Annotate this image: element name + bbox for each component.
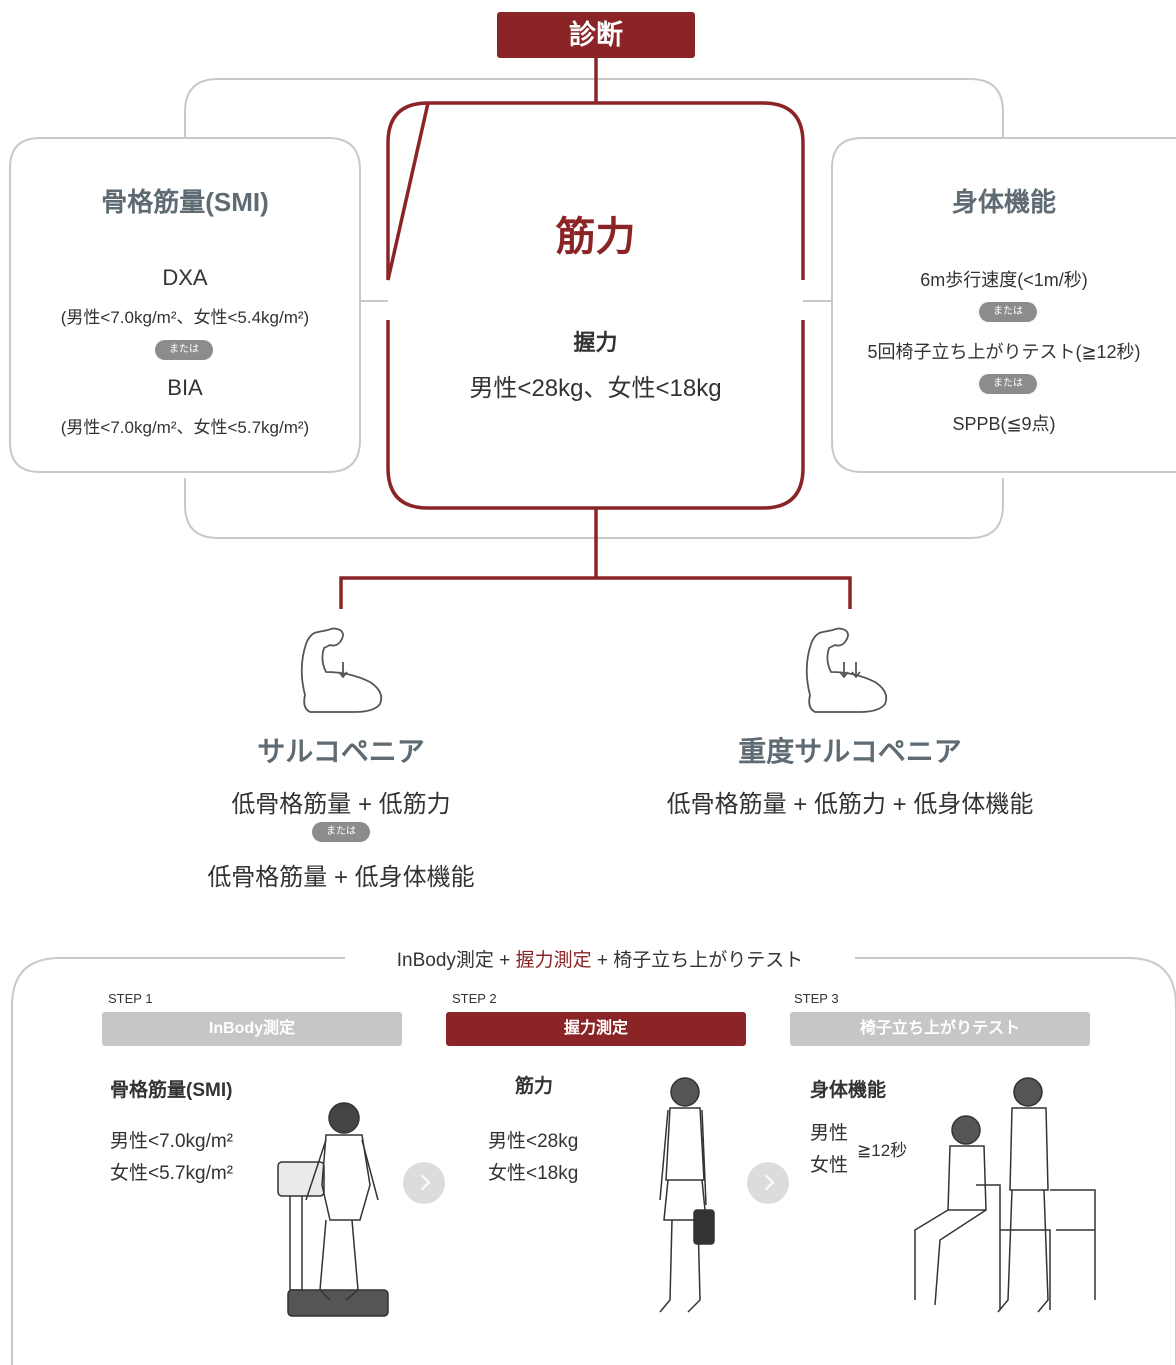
step1-label: STEP 1 bbox=[108, 991, 153, 1006]
physical-item-walk: 6m歩行速度(<1m/秒) bbox=[920, 270, 1088, 290]
strength-sub: 握力 bbox=[573, 330, 618, 355]
step2-label: STEP 2 bbox=[452, 991, 497, 1006]
strength-title: 筋力 bbox=[555, 215, 636, 259]
measure-header-c: + 椅子立ち上がりテスト bbox=[591, 950, 804, 971]
or-badge: または bbox=[979, 374, 1037, 394]
step2-heading: 筋力 bbox=[515, 1076, 554, 1097]
sarcopenia-title: サルコペニア bbox=[257, 736, 425, 767]
severe-title: 重度サルコペニア bbox=[738, 736, 962, 767]
smi-title: 骨格筋量(SMI) bbox=[101, 187, 269, 217]
step3-line2: 女性 bbox=[810, 1155, 849, 1176]
next-arrow-icon bbox=[747, 1162, 789, 1204]
dxa-label: DXA bbox=[162, 265, 208, 290]
bia-label: BIA bbox=[167, 375, 203, 400]
or-badge: または bbox=[155, 340, 213, 360]
dxa-criteria: (男性<7.0kg/m²、女性<5.4kg/m²) bbox=[60, 308, 310, 327]
step3-line1: 男性 bbox=[810, 1123, 849, 1144]
step1-bar: InBody測定 bbox=[102, 1012, 402, 1046]
diagnosis-title: 診断 bbox=[497, 12, 695, 58]
inbody-scale-illustration bbox=[277, 1161, 389, 1317]
sarcopenia-line2: 低骨格筋量 + 低身体機能 bbox=[207, 864, 475, 891]
physical-item-sppb: SPPB(≦9点) bbox=[952, 414, 1056, 434]
sarcopenia-line1: 低骨格筋量 + 低筋力 bbox=[231, 791, 451, 818]
step3-label: STEP 3 bbox=[794, 991, 839, 1006]
outer-frame bbox=[184, 78, 1004, 539]
measure-header-grip: 握力測定 bbox=[515, 950, 592, 971]
strength-box bbox=[386, 101, 805, 510]
step3-bar: 椅子立ち上がりテスト bbox=[790, 1012, 1090, 1046]
measure-header-a: InBody測定 + bbox=[396, 950, 516, 971]
step3-heading: 身体機能 bbox=[810, 1080, 887, 1101]
woman-grip-illustration bbox=[659, 1077, 715, 1313]
step2-line1: 男性<28kg bbox=[488, 1131, 579, 1152]
severe-line1: 低骨格筋量 + 低筋力 + 低身体機能 bbox=[666, 791, 1034, 818]
measure-header: InBody測定 + 握力測定 + 椅子立ち上がりテスト bbox=[345, 945, 855, 972]
or-badge: または bbox=[979, 302, 1037, 322]
step1-heading: 骨格筋量(SMI) bbox=[110, 1080, 233, 1101]
step1-line2: 女性<5.7kg/m² bbox=[110, 1163, 234, 1184]
strength-criteria: 男性<28kg、女性<18kg bbox=[469, 375, 722, 402]
man-standing-illustration bbox=[305, 1102, 379, 1301]
bottom-red-connector bbox=[339, 508, 852, 609]
next-arrow-icon bbox=[403, 1162, 445, 1204]
arm-icon-left bbox=[300, 627, 383, 713]
arm-icon-right bbox=[805, 627, 888, 713]
physical-title: 身体機能 bbox=[951, 187, 1056, 217]
step1-line1: 男性<7.0kg/m² bbox=[110, 1131, 234, 1152]
step2-bar: 握力測定 bbox=[446, 1012, 746, 1046]
physical-item-chair: 5回椅子立ち上がりテスト(≧12秒) bbox=[867, 342, 1141, 362]
smi-box bbox=[9, 137, 361, 473]
or-badge: または bbox=[312, 822, 370, 842]
women-chair-illustration bbox=[914, 1077, 1096, 1313]
step3-threshold: ≧12秒 bbox=[857, 1141, 908, 1160]
bia-criteria: (男性<7.0kg/m²、女性<5.7kg/m²) bbox=[60, 418, 310, 437]
step2-line2: 女性<18kg bbox=[488, 1163, 579, 1184]
